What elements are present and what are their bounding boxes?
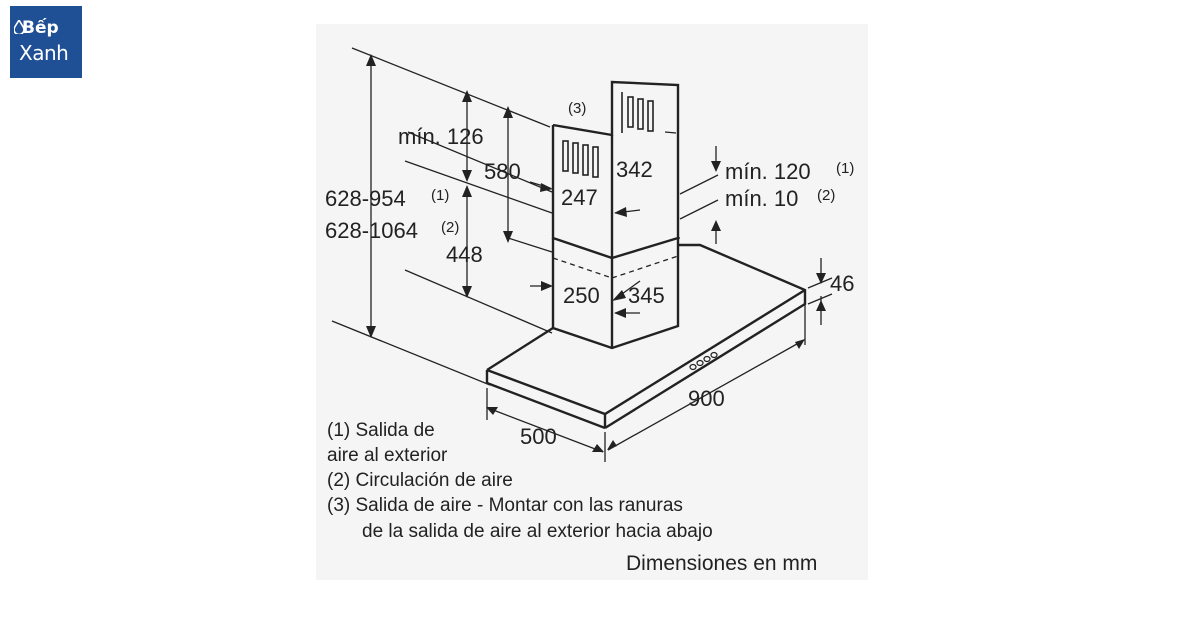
water-drop-icon xyxy=(14,20,24,34)
min-gap-1-label: mín. 120 xyxy=(725,159,811,184)
height-range-1-ref: (1) xyxy=(431,187,449,204)
logo-line1: Bếp xyxy=(22,18,59,38)
min-gap-2-label: mín. 10 xyxy=(725,186,798,211)
legend-item1-line2: aire al exterior xyxy=(327,445,448,466)
bepxanh-logo: Bếp Xanh xyxy=(10,6,82,78)
canopy-width-label: 900 xyxy=(688,386,725,411)
legend-item1-line1: (1) Salida de xyxy=(327,420,435,441)
diagram-panel xyxy=(316,24,868,580)
logo-line2: Xanh xyxy=(19,41,69,65)
legend-item3-line2: de la salida de aire al exterior hacia a… xyxy=(362,521,713,542)
legend-item2: (2) Circulación de aire xyxy=(327,470,513,491)
lower-depth-label: 250 xyxy=(563,283,600,308)
lower-width-label: 345 xyxy=(628,283,665,308)
upper-width-label: 342 xyxy=(616,157,653,182)
canopy-depth-label: 500 xyxy=(520,424,557,449)
height-range-2-label: 628-1064 xyxy=(325,218,418,243)
height-range-2-ref: (2) xyxy=(441,219,459,236)
units-note: Dimensiones en mm xyxy=(626,552,817,575)
upper-depth-label: 247 xyxy=(561,185,598,210)
min-top-label: mín. 126 xyxy=(398,124,484,149)
canopy-thickness-label: 46 xyxy=(830,271,854,296)
outlet-ref-label: (3) xyxy=(568,100,586,117)
chimney-upper-height-label: 580 xyxy=(484,159,521,184)
legend-item3-line1: (3) Salida de aire - Montar con las ranu… xyxy=(327,495,683,516)
min-gap-1-ref: (1) xyxy=(836,160,854,177)
height-range-1-label: 628-954 xyxy=(325,186,406,211)
min-gap-2-ref: (2) xyxy=(817,187,835,204)
chimney-lower-height-label: 448 xyxy=(446,242,483,267)
